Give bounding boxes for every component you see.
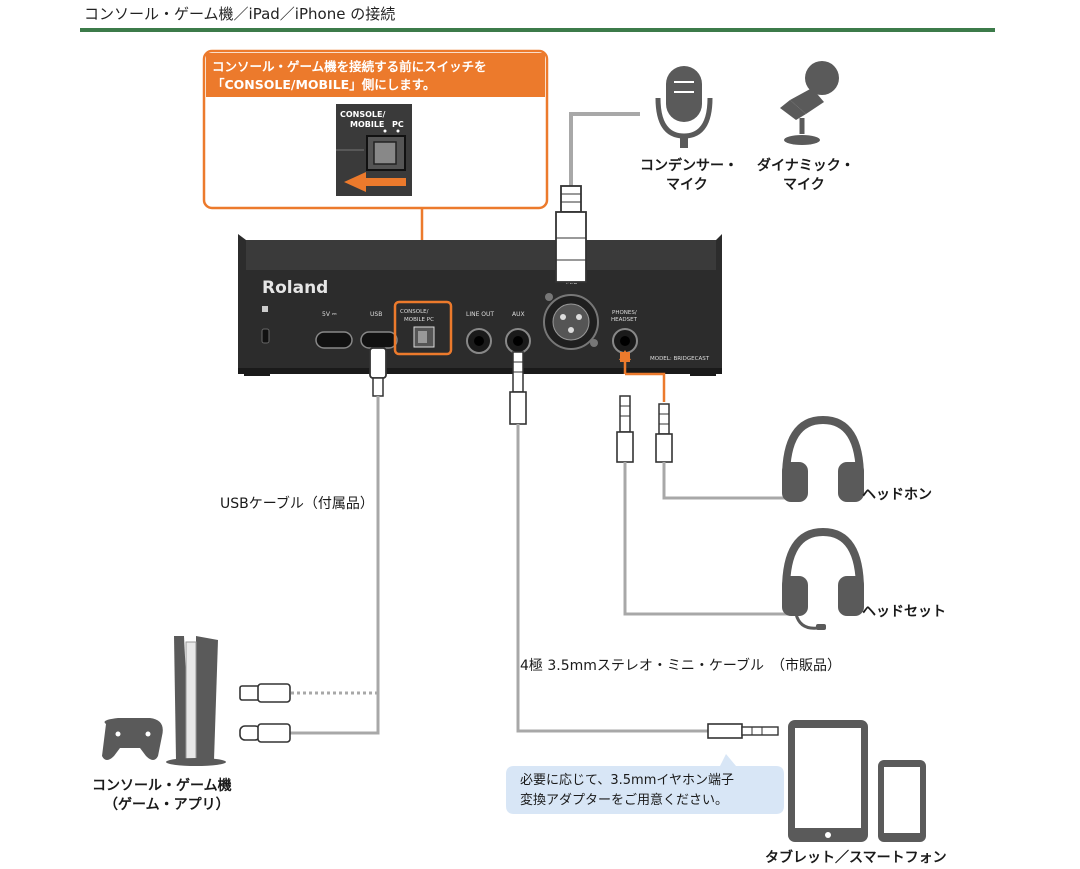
callout-text-line1: コンソール・ゲーム機を接続する前にスイッチを [212,59,487,74]
port-label-headset: HEADSET [611,317,638,323]
note-line2: 変換アダプターをご用意ください。 [520,792,728,808]
switch-label-console: CONSOLE/ [340,110,385,119]
headphone-cable-line [662,462,790,500]
headphone-cables [616,350,790,616]
xlr-cable-line [569,112,640,186]
usb-c-port-data [360,331,398,349]
port-label-lineout: LINE OUT [466,311,494,318]
callout-text-line2: 「CONSOLE/MOBILE」側にします。 [212,77,435,92]
usb-c-port-power [315,331,353,349]
dynamic-mic-icon [780,61,839,145]
dynamic-mic-label-2: マイク [783,177,825,193]
device-rear-panel: Roland 5V ⎓ USB CONSOLE/ MOBILE PC LINE … [238,234,722,376]
switch-label-mobile: MOBILE [350,120,384,129]
switch-knob [373,141,397,165]
usb-cable-line [290,396,380,735]
console-label-1: コンソール・ゲーム機 [92,777,232,794]
headphones-label: ヘッドホン [862,487,932,503]
smartphone-icon [878,760,926,842]
page-title: コンソール・ゲーム機／iPad／iPhone の接続 [84,5,396,23]
condenser-mic-label-1: コンデンサー・ [640,157,738,174]
tablet-icon [788,720,868,842]
xlr-cable [555,112,640,283]
port-label-5v: 5V ⎓ [322,311,337,318]
aux-plug-bottom [707,723,743,739]
port-label-phones: PHONES/ [612,310,637,316]
headphones-icon [782,415,864,502]
console-label-2: （ゲーム・アプリ） [104,796,230,813]
lock-icon [262,306,268,312]
note-bubble [506,754,784,814]
callout-header [206,53,545,97]
phones-arrow-branch [625,372,666,402]
switch-highlight [393,300,453,356]
headset-cable-line [623,462,790,616]
port-label-mobile-pc: MOBILE PC [404,317,434,323]
switch-label-pc: PC [392,120,404,129]
usb-cable-label: USBケーブル（付属品） [220,495,374,512]
usb-cable [239,347,387,743]
stereo-cable-label: 4極 3.5mmステレオ・ミニ・ケーブル （市販品） [520,657,841,674]
xlr-plug-body [555,211,587,283]
usb-c-plug-top [369,347,387,379]
port-label-aux: AUX [512,311,525,318]
switch-arrow-head [344,172,366,192]
header-rule [80,28,995,32]
dynamic-mic-label-1: ダイナミック・ [757,157,854,174]
condenser-mic-icon [655,66,713,148]
xlr-plug-boot [560,185,582,213]
model-label: MODEL: BRIDGECAST [650,356,710,362]
headphone-plug [658,403,670,435]
security-slot [261,328,270,344]
game-console-icon [166,636,226,766]
headset-plug [619,395,631,433]
aux-cable [509,351,779,739]
tablet-label: タブレット／スマートフォン [765,849,947,866]
port-label-console: CONSOLE/ [400,309,429,315]
brand-logo: Roland [262,278,328,298]
aux-cable-line [516,424,708,733]
usb-a-plug [239,685,261,701]
headset-label: ヘッドセット [862,604,946,620]
headset-icon [782,527,864,630]
condenser-mic-label-2: マイク [666,177,708,193]
port-label-usb: USB [370,311,382,318]
switch-arrow-shaft [364,178,406,186]
gamepad-icon [102,718,163,760]
switch-callout: コンソール・ゲーム機を接続する前にスイッチを 「CONSOLE/MOBILE」側… [202,49,549,302]
note-line1: 必要に応じて、3.5mmイヤホン端子 [520,773,734,788]
adapter-note: 必要に応じて、3.5mmイヤホン端子 変換アダプターをご用意ください。 [506,754,784,814]
usb-c-plug-bottom [239,725,261,741]
